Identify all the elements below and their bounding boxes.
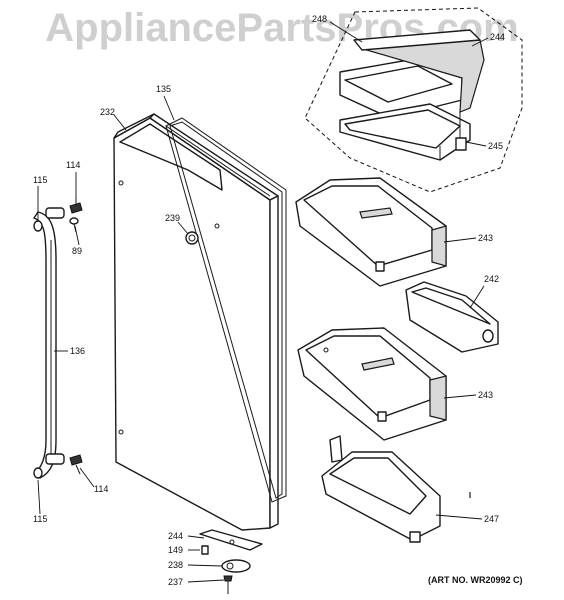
handle-screw-bottom[interactable] xyxy=(69,454,83,475)
hinge-pin-238[interactable] xyxy=(221,559,251,573)
label-248: 248 xyxy=(312,14,327,24)
door-bin-247[interactable] xyxy=(321,435,471,543)
screw-237[interactable] xyxy=(223,575,233,594)
label-244-top: 244 xyxy=(490,32,505,42)
handle-screw-top[interactable] xyxy=(69,196,83,214)
label-149: 149 xyxy=(168,545,183,555)
label-243-bottom: 243 xyxy=(478,390,493,400)
label-115-bottom: 115 xyxy=(33,514,47,524)
label-244-bottom: 244 xyxy=(168,531,183,541)
stud-89[interactable] xyxy=(69,217,79,233)
leader-lines xyxy=(37,21,489,583)
label-232: 232 xyxy=(100,107,115,117)
label-89: 89 xyxy=(72,246,82,256)
label-115-top: 115 xyxy=(33,175,47,185)
label-245: 245 xyxy=(488,141,503,151)
label-136: 136 xyxy=(70,346,85,356)
washer-149[interactable] xyxy=(201,545,209,555)
shelf-kit-248[interactable] xyxy=(339,29,485,161)
door-bin-243-top[interactable] xyxy=(295,177,447,287)
label-135: 135 xyxy=(156,84,171,94)
plug-239[interactable] xyxy=(185,231,199,245)
label-243-top: 243 xyxy=(478,233,493,243)
art-number: (ART NO. WR20992 C) xyxy=(428,575,523,585)
label-114-top: 114 xyxy=(66,160,80,170)
label-242: 242 xyxy=(484,274,499,284)
door-bin-242[interactable] xyxy=(405,281,499,353)
door-gasket-135[interactable] xyxy=(165,117,287,503)
label-238: 238 xyxy=(168,560,183,570)
door-bin-243-bottom[interactable] xyxy=(297,327,447,441)
door-assembly-232[interactable] xyxy=(113,113,279,531)
handle-end-cap-bottom[interactable] xyxy=(33,467,43,479)
label-247: 247 xyxy=(484,514,499,524)
hinge-244[interactable] xyxy=(199,529,263,551)
label-114-bottom: 114 xyxy=(94,484,108,494)
label-239: 239 xyxy=(165,213,180,223)
handle-end-cap-top[interactable] xyxy=(33,220,43,232)
label-237: 237 xyxy=(168,577,183,587)
kit-outline xyxy=(304,7,523,193)
door-handle-136[interactable] xyxy=(33,207,65,479)
